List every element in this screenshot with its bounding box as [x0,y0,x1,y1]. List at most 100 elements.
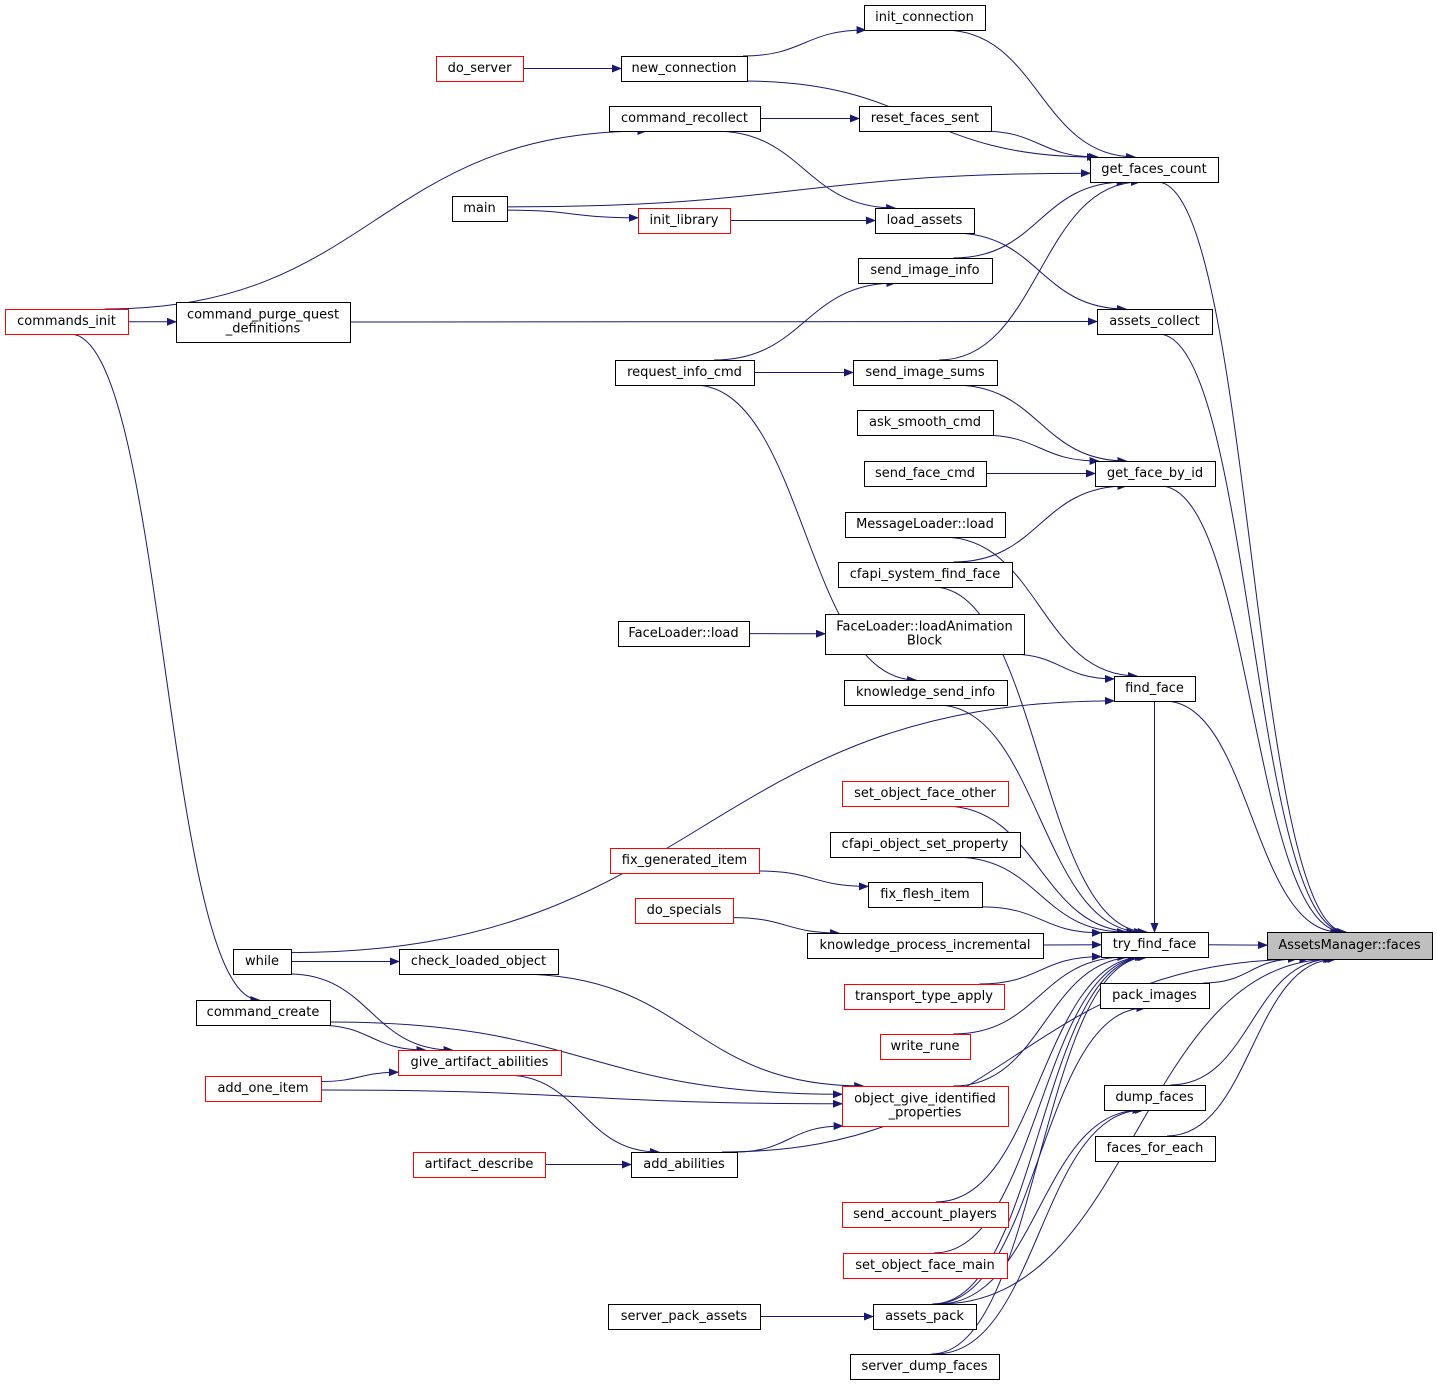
node-request-info-cmd[interactable]: request_info_cmd [615,360,755,386]
node-box [843,1253,1008,1279]
node-init-connection[interactable]: init_connection [864,5,986,31]
node-add-abilities[interactable]: add_abilities [631,1152,738,1178]
node-knowledge-process-incremental[interactable]: knowledge_process_incremental [807,933,1044,959]
node-label: MessageLoader::load [856,517,994,532]
node-do-specials[interactable]: do_specials [635,898,734,924]
node-box [880,1034,971,1060]
node-label: object_give_identified [854,1092,996,1107]
node-label: command_create [207,1005,320,1020]
node-add-one-item[interactable]: add_one_item [205,1076,322,1102]
node-label: Block [907,634,943,649]
node-command-purge[interactable]: command_purge_quest_definitions [176,302,351,343]
node-pack-images[interactable]: pack_images [1100,983,1210,1009]
node-check-loaded-object[interactable]: check_loaded_object [399,949,559,975]
edge-object_give_identified-to-try_find_face [953,953,1138,1087]
edge-new_connection-to-init_connection [742,26,867,57]
node-box [196,1000,331,1026]
node-cfapi-object-set-property[interactable]: cfapi_object_set_property [830,832,1021,858]
node-artifact-describe[interactable]: artifact_describe [413,1152,546,1178]
node-do-server[interactable]: do_server [436,56,524,82]
node-box [875,208,975,234]
edge-messageloader_load-to-find_face [942,536,1138,680]
node-try-find-face[interactable]: try_find_face [1101,932,1209,958]
node-find-face[interactable]: find_face [1114,676,1196,702]
node-command-create[interactable]: command_create [196,1000,331,1026]
node-commands-init[interactable]: commands_init [5,309,129,335]
node-box [413,1152,546,1178]
node-label: try_find_face [1113,937,1197,952]
node-give-artifact-abilities[interactable]: give_artifact_abilities [398,1050,562,1076]
edge-request_info_cmd-to-send_image_info [713,279,897,361]
node-send-image-sums[interactable]: send_image_sums [853,360,998,386]
node-label: transport_type_apply [855,989,993,1004]
node-label: cfapi_object_set_property [842,837,1009,852]
node-box [1114,676,1196,702]
node-dump-faces[interactable]: dump_faces [1104,1085,1206,1111]
node-object-give-identified[interactable]: object_give_identified_properties [842,1086,1009,1127]
node-while[interactable]: while [233,949,292,975]
node-box [635,898,734,924]
edge-add_one_item-to-object_give_identified [320,1089,843,1108]
edge-assets_pack-to-try_find_face [932,953,1148,1305]
node-label: artifact_describe [425,1157,534,1172]
edge-check_loaded_object-to-object_give_identified [517,973,865,1090]
node-label: cfapi_system_find_face [850,567,1000,582]
node-box [1095,461,1216,487]
edge-cfapi_system_find_face-to-try_find_face [932,586,1148,936]
edge-send_account_players-to-try_find_face [935,953,1145,1203]
node-server-pack-assets[interactable]: server_pack_assets [608,1304,761,1330]
node-assets-pack[interactable]: assets_pack [873,1304,977,1330]
node-label: while [245,954,279,969]
node-label: add_abilities [643,1157,725,1172]
node-box [452,196,508,222]
node-load-assets[interactable]: load_assets [875,208,975,234]
edge-request_info_cmd-to-knowledge_send_info [693,384,918,684]
node-box [176,302,351,343]
node-label: do_server [448,61,513,76]
edge-knowledge_send_info-to-try_find_face [936,704,1145,936]
edge-main-to-init_library [506,209,639,222]
node-label: give_artifact_abilities [411,1055,549,1070]
node-set-object-face-main[interactable]: set_object_face_main [843,1253,1008,1279]
node-new-connection[interactable]: new_connection [621,56,748,82]
edge-init_connection-to-get_faces_count [943,29,1137,161]
node-command-recollect[interactable]: command_recollect [609,106,761,132]
node-box [436,56,524,82]
node-assets-collect[interactable]: assets_collect [1097,309,1213,335]
node-box [845,512,1006,538]
node-server-dump-faces[interactable]: server_dump_faces [850,1354,1000,1380]
node-box [621,56,748,82]
node-label: find_face [1125,681,1184,696]
node-faces-for-each[interactable]: faces_for_each [1095,1136,1216,1162]
node-messageloader-load[interactable]: MessageLoader::load [845,512,1006,538]
edge-fix_generated_item-to-fix_flesh_item [758,870,869,891]
node-send-image-info[interactable]: send_image_info [858,258,993,284]
node-main[interactable]: main [452,196,508,222]
node-label: assets_collect [1109,314,1199,329]
node-write-rune[interactable]: write_rune [880,1034,971,1060]
node-cfapi-system-find-face[interactable]: cfapi_system_find_face [838,562,1013,588]
node-fix-generated-item[interactable]: fix_generated_item [610,848,760,874]
node-knowledge-send-info[interactable]: knowledge_send_info [844,680,1008,706]
node-label: send_account_players [853,1207,997,1222]
node-faces[interactable]: AssetsManager::faces [1267,932,1433,960]
edge-cfapi_system_find_face-to-get_face_by_id [953,482,1128,563]
node-ask-smooth-cmd[interactable]: ask_smooth_cmd [857,410,994,436]
node-send-account-players[interactable]: send_account_players [842,1202,1009,1228]
node-fix-flesh-item[interactable]: fix_flesh_item [868,882,983,908]
node-transport-type-apply[interactable]: transport_type_apply [844,984,1005,1010]
node-box [631,1152,738,1178]
node-send-face-cmd[interactable]: send_face_cmd [864,461,987,487]
edge-transport_type_apply-to-try_find_face [979,952,1102,985]
node-get-faces-count[interactable]: get_faces_count [1090,157,1219,183]
node-label: pack_images [1112,988,1197,1003]
node-label: _definitions [225,322,301,337]
node-faceloader-load[interactable]: FaceLoader::load [618,621,750,647]
node-reset-faces-sent[interactable]: reset_faces_sent [859,106,992,132]
node-label: get_faces_count [1101,162,1207,177]
edge-assets_pack-to-faces [938,955,1335,1305]
node-get-face-by-id[interactable]: get_face_by_id [1095,461,1216,487]
node-set-object-face-other[interactable]: set_object_face_other [842,781,1009,807]
node-init-library[interactable]: init_library [638,208,731,234]
